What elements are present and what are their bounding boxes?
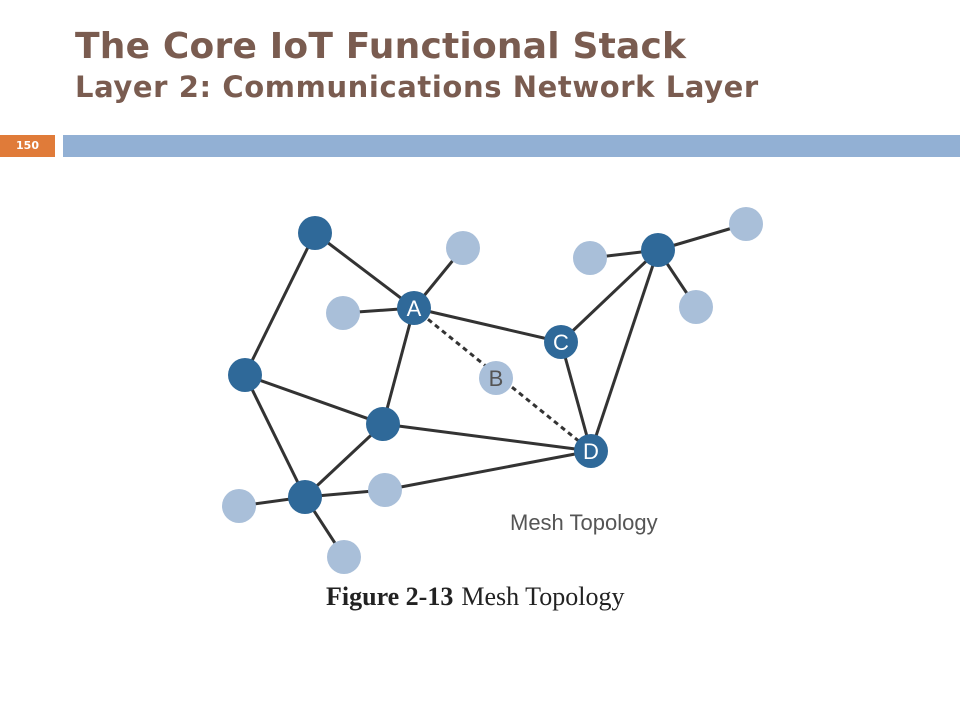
- node-circle: [298, 216, 332, 250]
- link-n6-D: [589, 249, 660, 452]
- node-secondary: [326, 296, 360, 330]
- node-circle: [479, 361, 513, 395]
- link-n14-D: [384, 449, 592, 492]
- node-primary: [298, 216, 332, 250]
- link-A-D: [413, 306, 592, 453]
- link-C-n6: [559, 248, 660, 344]
- node-A: A: [397, 291, 431, 325]
- node-circle: [288, 480, 322, 514]
- link-n10-n15: [243, 374, 307, 498]
- header-divider-bar: [63, 135, 960, 157]
- node-primary: [641, 233, 675, 267]
- node-B: B: [479, 361, 513, 395]
- link-A-n12: [381, 307, 416, 425]
- node-primary: [366, 407, 400, 441]
- node-circle: [446, 231, 480, 265]
- link-A-C: [413, 306, 562, 344]
- node-circle: [544, 325, 578, 359]
- diagram-label: Mesh Topology: [510, 510, 658, 535]
- node-circle: [573, 241, 607, 275]
- node-circle: [574, 434, 608, 468]
- node-label: C: [553, 330, 569, 355]
- title-text: The Core IoT Functional Stack: [75, 26, 687, 67]
- node-circle: [326, 296, 360, 330]
- node-circle: [368, 473, 402, 507]
- node-circle: [222, 489, 256, 523]
- link-C-D: [559, 341, 593, 452]
- node-circle: [679, 290, 713, 324]
- node-circle: [366, 407, 400, 441]
- figure-number: Figure 2-13: [326, 582, 454, 611]
- node-circle: [397, 291, 431, 325]
- node-secondary: [222, 489, 256, 523]
- link-n12-D: [382, 422, 592, 453]
- node-secondary: [368, 473, 402, 507]
- node-circle: [729, 207, 763, 241]
- node-circle: [641, 233, 675, 267]
- node-C: C: [544, 325, 578, 359]
- figure-caption-text: Mesh Topology: [461, 582, 625, 611]
- node-label: D: [583, 439, 599, 464]
- node-secondary: [729, 207, 763, 241]
- node-circle: [228, 358, 262, 392]
- node-secondary: [327, 540, 361, 574]
- node-secondary: [679, 290, 713, 324]
- link-n10-n12: [244, 373, 384, 426]
- link-n1-n10: [243, 232, 317, 376]
- nodes-layer: A C B D: [222, 207, 763, 574]
- node-label: B: [489, 366, 504, 391]
- link-n1-A: [314, 231, 415, 310]
- node-secondary: [446, 231, 480, 265]
- subtitle-text: Layer 2: Communications Network Layer: [75, 70, 759, 105]
- slide-title: The Core IoT Functional Stack Layer 2: C…: [75, 26, 759, 105]
- node-primary: [288, 480, 322, 514]
- node-circle: [327, 540, 361, 574]
- node-primary: [228, 358, 262, 392]
- slide-number-badge: 150: [0, 135, 55, 157]
- node-D: D: [574, 434, 608, 468]
- link-n12-n15: [303, 422, 385, 499]
- node-label: A: [407, 296, 422, 321]
- node-secondary: [573, 241, 607, 275]
